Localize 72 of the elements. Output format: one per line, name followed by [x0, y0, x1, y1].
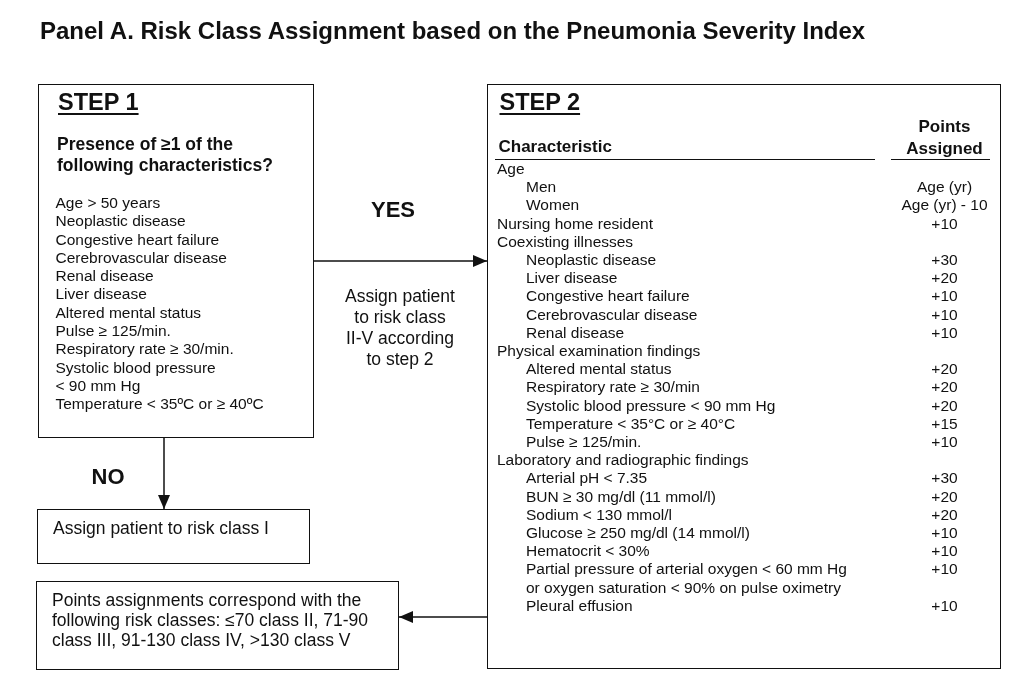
characteristic-label: Pulse ≥ 125/min.	[526, 433, 642, 452]
criteria-item: Pulse ≥ 125/min.	[55, 322, 171, 341]
category-heading: Age	[497, 160, 525, 179]
characteristic-label: Partial pressure of arterial oxygen < 60 mm Hg or oxygen saturation < 90% on pulse oximetry	[526, 560, 848, 597]
question-text: Presence of ≥1 of the following characteristics?	[57, 134, 274, 176]
criteria-item: Age > 50 years	[55, 194, 161, 213]
points-value: +10	[931, 596, 958, 616]
points-value: +20	[931, 360, 958, 379]
points-value: +10	[931, 560, 958, 579]
characteristic-label: Renal disease	[526, 323, 625, 343]
characteristic-label: Cerebrovascular disease	[526, 305, 698, 324]
points-value: +10	[931, 305, 958, 324]
points-value: +10	[931, 214, 958, 233]
criteria-item: Renal disease	[55, 267, 154, 286]
points-value: +10	[931, 287, 958, 306]
category-heading: Physical examination findings	[497, 342, 701, 361]
points-value: +30	[931, 251, 958, 270]
characteristic-label: Systolic blood pressure < 90 mm Hg	[526, 396, 776, 415]
flow-box	[37, 509, 310, 564]
characteristic-label: Sodium < 130 mmol/l	[526, 505, 673, 525]
points-value: +15	[931, 414, 958, 434]
flow-box	[36, 581, 399, 670]
points-value: +10	[931, 524, 958, 543]
characteristic-label: Respiratory rate ≥ 30/min	[526, 378, 700, 397]
characteristic-label: Congestive heart failure	[526, 287, 690, 306]
characteristic-label: BUN ≥ 30 mg/dl (11 mmol/l)	[526, 487, 716, 506]
category-heading: Nursing home resident	[497, 214, 653, 233]
characteristic-label: Temperature < 35°C or ≥ 40°C	[526, 414, 736, 434]
arrow	[313, 255, 488, 267]
points-value: +20	[931, 505, 958, 525]
characteristic-label: Arterial pH < 7.35	[526, 469, 648, 488]
criteria-item: Altered mental status	[55, 303, 202, 323]
category-heading: Laboratory and radiographic findings	[497, 451, 749, 470]
points-value: +20	[931, 487, 958, 506]
characteristic-label: Hematocrit < 30%	[526, 542, 650, 561]
category-heading: Coexisting illnesses	[497, 232, 634, 251]
flow-box	[487, 84, 1001, 669]
arrow	[398, 611, 488, 623]
characteristic-label: Men	[526, 178, 557, 197]
outcome-text: Points assignments correspond with the following risk classes: ≤70 class II, 71-90 class III, 91-130 class IV, >130 class V	[52, 590, 369, 650]
column-heading: Points Assigned	[906, 116, 983, 159]
points-value: +10	[931, 542, 958, 561]
criteria-item: Cerebrovascular disease	[55, 248, 227, 268]
criteria-item: Congestive heart failure	[55, 230, 220, 249]
points-value: +20	[931, 378, 958, 397]
arrow	[158, 437, 170, 510]
characteristic-label: Altered mental status	[526, 360, 672, 379]
diagram-title: Panel A. Risk Class Assignment based on the Pneumonia Severity Index	[40, 17, 866, 45]
characteristic-label: Pleural effusion	[526, 596, 633, 616]
points-value: +10	[931, 323, 958, 343]
points-value: +20	[931, 269, 958, 288]
criteria-item: Liver disease	[55, 285, 147, 304]
characteristic-label: Neoplastic disease	[526, 251, 657, 270]
points-value: +20	[931, 396, 958, 415]
criteria-item: Neoplastic disease	[55, 212, 186, 231]
characteristic-label: Women	[526, 196, 580, 215]
step-heading: STEP 2	[499, 89, 581, 115]
points-value: +10	[931, 433, 958, 452]
criteria-item: < 90 mm Hg	[55, 376, 141, 396]
note-text: Assign patient to risk class II-V according to step 2	[344, 286, 456, 370]
column-heading: Characteristic	[498, 136, 612, 158]
step-heading: STEP 1	[58, 89, 139, 115]
characteristic-label: Liver disease	[526, 269, 618, 288]
points-value: +30	[931, 469, 958, 488]
criteria-item: Respiratory rate ≥ 30/min.	[55, 340, 234, 359]
outcome-text: Assign patient to risk class I	[53, 518, 270, 538]
flow-box	[38, 84, 314, 438]
characteristic-label: Glucose ≥ 250 mg/dl (14 mmol/l)	[526, 524, 750, 543]
points-value: Age (yr)	[916, 178, 973, 197]
criteria-item: Systolic blood pressure	[55, 358, 216, 377]
points-value: Age (yr) - 10	[901, 196, 988, 215]
criteria-item: Temperature < 35ºC or ≥ 40ºC	[55, 395, 264, 414]
